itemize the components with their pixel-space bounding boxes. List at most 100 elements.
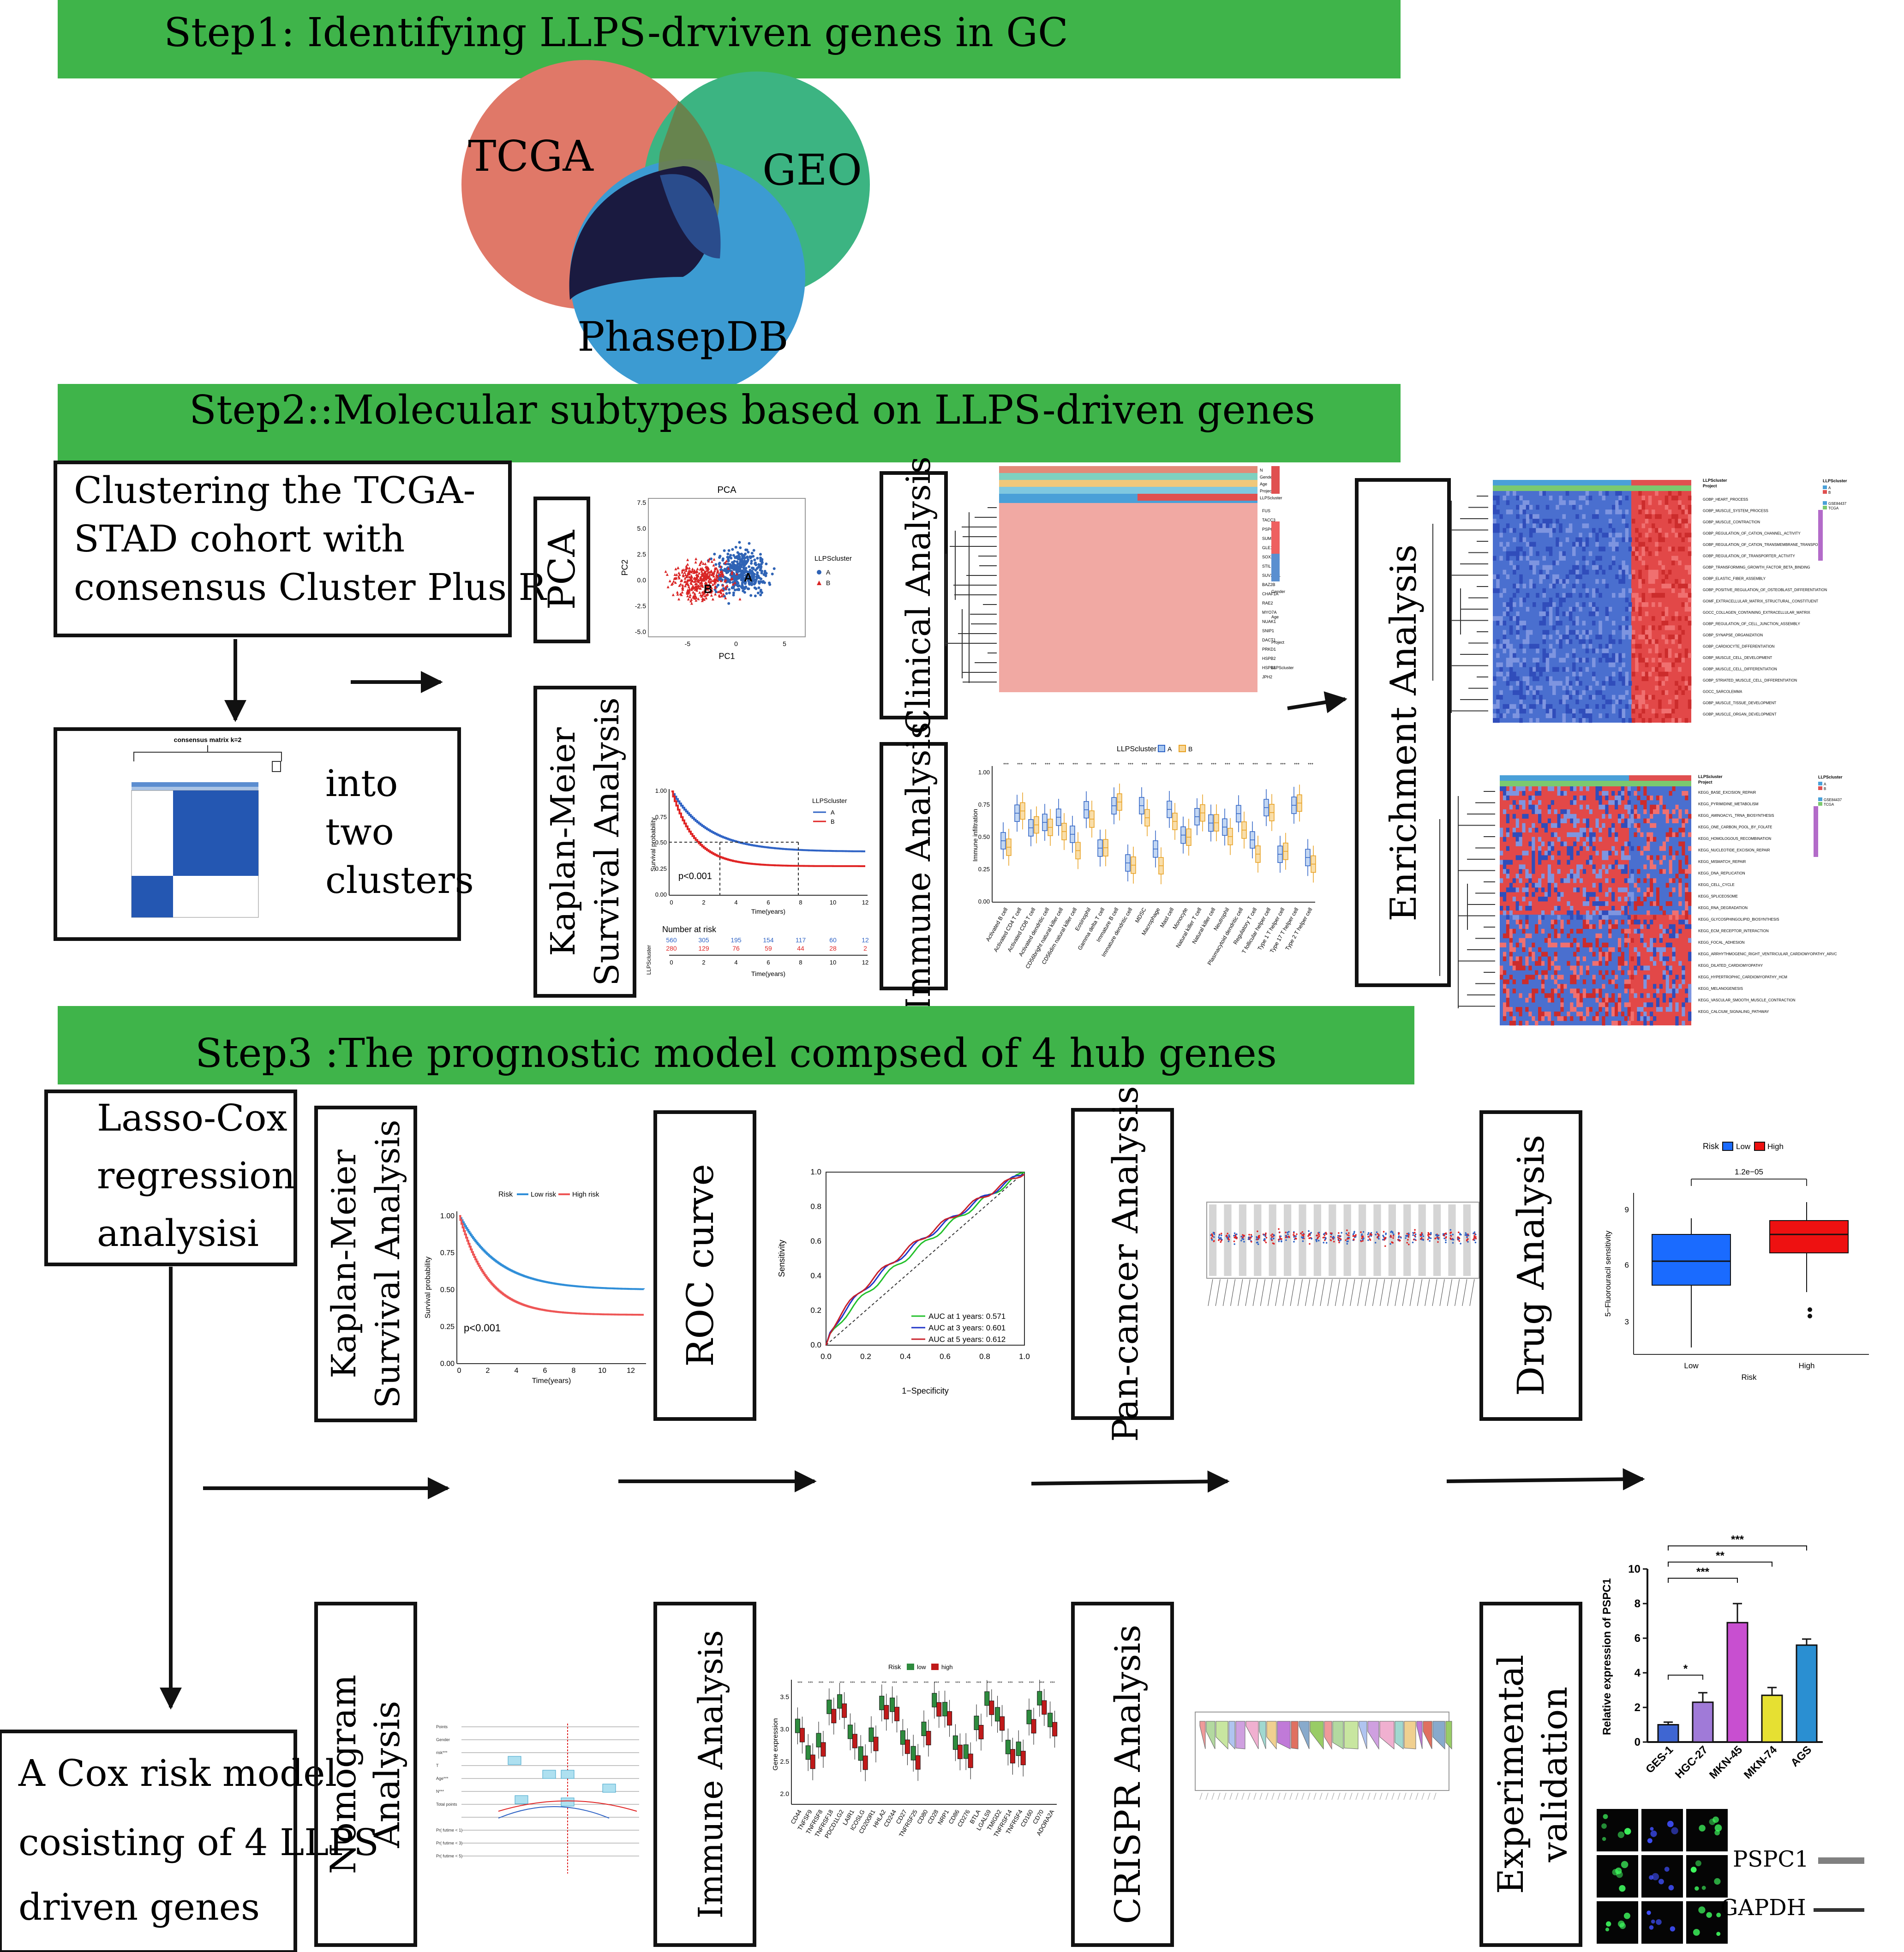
- enrichment-legend-item: GSE84437: [1824, 798, 1842, 802]
- experiment-bar: [1692, 1701, 1714, 1743]
- step1-title: Step1: Identifying LLPS-drviven genes in…: [164, 10, 1068, 56]
- enrichment-bottom-term: KEGG_AMINOACYL_TRNA_BIOSYNTHESIS: [1698, 814, 1774, 818]
- nomogram-row-label: Age***: [436, 1776, 449, 1781]
- enrichment-label-box: Enrichment Analysis: [1355, 478, 1451, 987]
- enrichment-bottom-term: KEGG_BASE_EXCISION_REPAIR: [1698, 790, 1756, 795]
- enrichment-label: Enrichment Analysis: [1383, 545, 1425, 922]
- km1-risk-side: LLPScluster: [646, 945, 652, 975]
- experiment-ytick: 10: [1628, 1563, 1641, 1575]
- km1-risk-b-value: 76: [732, 945, 740, 952]
- immune2-significance: ***: [934, 1681, 940, 1685]
- enrichment-annotation-label: Project: [1698, 780, 1712, 784]
- immune2-significance: ***: [808, 1681, 813, 1685]
- drug-xlabel: Risk: [1741, 1373, 1757, 1382]
- km1-risk-b-value: 280: [666, 945, 677, 952]
- km2-curve-low: [459, 1215, 645, 1290]
- wb-label-gapdh: GAPDH: [1720, 1895, 1806, 1921]
- roc-ytick: 0.8: [810, 1202, 821, 1211]
- immune1-cell-label: MDSC: [1134, 906, 1148, 924]
- km1-ylabel: Survival probability: [649, 817, 657, 872]
- km-label-box-1: Kaplan-Meier Survival Analysis: [533, 686, 636, 998]
- drug-legend-high: High: [1767, 1142, 1784, 1151]
- clinical-gene-label: PRKD1: [1262, 647, 1276, 652]
- enrichment-bottom-term: KEGG_FOCAL_ADHESION: [1698, 940, 1745, 945]
- enrichment-top-term: GOBP_REGULATION_OF_CELL_JUNCTION_ASSEMBL…: [1703, 622, 1801, 626]
- experiment-bar: [1726, 1622, 1748, 1743]
- clustering-line-2: STAD cohort with: [74, 517, 405, 560]
- experiment-ytick: 4: [1635, 1667, 1641, 1679]
- enrichment-top-term: GOBP_POSITIVE_REGULATION_OF_OSTEOBLAST_D…: [1703, 588, 1827, 592]
- experimental-label-box: Experimental validation: [1479, 1602, 1582, 1947]
- pca-ylabel: PC2: [620, 559, 629, 575]
- clinical-gene-label: TACC3: [1262, 518, 1275, 522]
- pca-xtick-1: 0: [734, 640, 738, 647]
- enrichment-bottom-term: KEGG_CALCIUM_SIGNALING_PATHWAY: [1698, 1010, 1769, 1014]
- clinical-annotation-label: Gender: [1260, 475, 1274, 479]
- roc-xtick: 0.8: [979, 1352, 990, 1361]
- experiment-significance: **: [1716, 1550, 1724, 1562]
- km1-ytick-0: 1.00: [655, 787, 667, 794]
- enrichment-annotation-label: Project: [1703, 484, 1717, 488]
- immune2-legend-title: Risk: [888, 1663, 901, 1671]
- immune2-significance: ***: [966, 1681, 971, 1685]
- immune1-ytick-1: 0.75: [978, 801, 990, 808]
- km2-ylabel: Survival probability: [424, 1257, 432, 1318]
- km2-xtick: 4: [515, 1367, 519, 1375]
- immune1-significance: ***: [1100, 762, 1106, 767]
- experiment-ytick: 0: [1635, 1736, 1641, 1748]
- km2-ytick-3: 0.25: [440, 1323, 455, 1331]
- drug-ytick-0: 9: [1625, 1205, 1629, 1214]
- pca-cluster-a: A: [744, 570, 753, 584]
- enrichment-bottom-term: KEGG_HOMOLOGOUS_RECOMBINATION: [1698, 837, 1771, 841]
- km1-risk-xlabel: Time(years): [751, 970, 785, 977]
- immune2-legend-low: low: [917, 1664, 926, 1671]
- roc-legend-3: AUC at 3 years: 0.601: [928, 1323, 1006, 1332]
- immune2-significance: ***: [1050, 1681, 1055, 1685]
- cox-model-box: A Cox risk model cosisting of 4 LLPS dri…: [0, 1730, 379, 1952]
- immune1-label: Immune Analysis: [899, 722, 938, 1010]
- roc-ytick: 0.4: [810, 1271, 821, 1280]
- experiment-bar: [1796, 1644, 1818, 1743]
- enrichment-top-term: GOBP_MUSCLE_CELL_DIFFERENTIATION: [1703, 667, 1777, 671]
- pca-xtick-0: -5: [685, 640, 691, 647]
- immune1-ytick-2: 0.50: [978, 833, 990, 840]
- cox-line-3: driven genes: [18, 1886, 260, 1928]
- immune-plot-1: LLPScluster A B Immune infiltration 1.00…: [971, 745, 1316, 970]
- immune1-significance: ***: [1114, 762, 1120, 767]
- drug-ylabel: 5−Fluorouracil sensitivity: [1604, 1230, 1612, 1317]
- lasso-box: Lasso-Cox regression analysisi: [44, 1090, 297, 1266]
- experiment-ytick: 6: [1635, 1632, 1641, 1645]
- enrichment-top-term: GOCC_COLLAGEN_CONTAINING_EXTRACELLULAR_M…: [1703, 611, 1810, 615]
- nomogram-row-label: Points: [436, 1724, 448, 1729]
- roc-xlabel: 1−Specificity: [902, 1386, 949, 1395]
- drug-legend-title: Risk: [1703, 1142, 1719, 1151]
- immune2-significance: ***: [987, 1681, 992, 1685]
- km2-xtick: 0: [457, 1367, 461, 1375]
- clinical-gene-label: SOX2: [1262, 555, 1273, 559]
- pca-ytick-0: 7.5: [637, 499, 647, 506]
- km1-risk-xtick: 6: [766, 959, 770, 966]
- consensus-box: consensus matrix k=2 into two clusters: [54, 727, 474, 941]
- immune1-ytick-0: 1.00: [978, 769, 990, 776]
- roc-label-box: ROC curve: [653, 1110, 756, 1421]
- immune1-significance: ***: [1156, 762, 1161, 767]
- enrichment-bottom-term: KEGG_DNA_REPLICATION: [1698, 871, 1745, 875]
- km1-risk-a-value: 12: [862, 936, 869, 944]
- pancancer-plot: [1206, 1202, 1479, 1306]
- nomogram-line-2: Analysis: [366, 1701, 407, 1849]
- venn-label-geo: GEO: [762, 145, 862, 195]
- wb-label-pspc1: PSPC1: [1733, 1846, 1809, 1872]
- enrichment-bottom-term: KEGG_ARRHYTHMOGENIC_RIGHT_VENTRICULAR_CA…: [1698, 952, 1837, 956]
- immune-label-box-1: Immune Analysis: [880, 722, 948, 1011]
- km1-xtick: 0: [670, 899, 673, 906]
- immune1-ytick-4: 0.00: [978, 898, 990, 905]
- clinical-label: Clinical Analysis: [899, 456, 938, 734]
- immune1-significance: ***: [1003, 762, 1009, 767]
- clinical-gene-label: GLE1: [1262, 545, 1273, 550]
- km2-xtick: 6: [543, 1367, 547, 1375]
- enrichment-legend-title: LLPScluster: [1818, 775, 1843, 779]
- immune2-ytick-0: 3.5: [780, 1693, 790, 1701]
- drug-label: Drug Analysis: [1509, 1135, 1552, 1396]
- km1-risk-xtick: 8: [799, 959, 802, 966]
